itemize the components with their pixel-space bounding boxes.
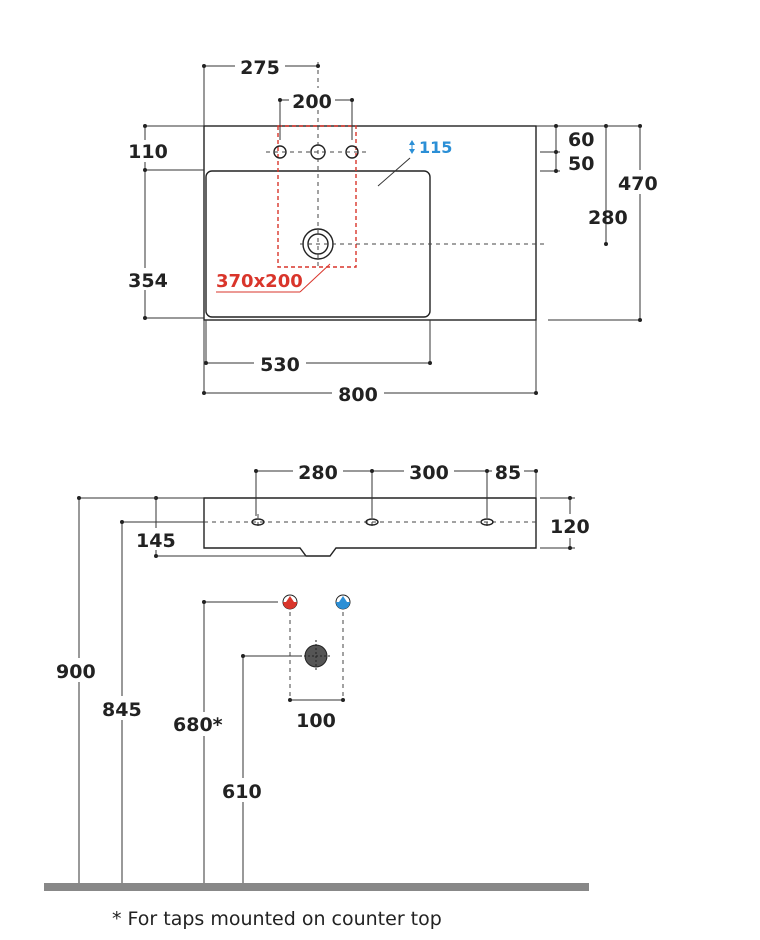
dim-side-120: 120 xyxy=(550,516,590,538)
depth-icon xyxy=(409,140,415,154)
drain-outlet-icon xyxy=(300,640,332,672)
dim-side-85: 85 xyxy=(495,462,521,484)
dim-50: 50 xyxy=(568,153,594,175)
dim-115: 115 xyxy=(419,138,452,157)
dim-900: 900 xyxy=(56,661,96,683)
dim-680: 680* xyxy=(173,714,223,736)
dim-side-300: 300 xyxy=(409,462,449,484)
tap-zone-outline xyxy=(277,125,357,268)
side-tap-3 xyxy=(480,514,494,530)
dim-side-280: 280 xyxy=(298,462,338,484)
side-tap-1 xyxy=(251,514,265,530)
dim-470: 470 xyxy=(618,173,658,195)
dim-354: 354 xyxy=(128,270,168,292)
dim-60: 60 xyxy=(568,129,594,151)
side-view: 280 300 85 120 145 900 845 xyxy=(44,460,595,891)
dim-530: 530 xyxy=(260,354,300,376)
dim-110: 110 xyxy=(128,141,168,163)
dim-370x200: 370x200 xyxy=(216,271,303,292)
basin-profile xyxy=(203,497,537,557)
top-view: 275 200 110 354 530 800 xyxy=(126,54,664,406)
dim-800: 800 xyxy=(338,384,378,406)
dim-275: 275 xyxy=(240,57,280,79)
side-tap-2 xyxy=(365,514,379,530)
dim-200-top: 200 xyxy=(292,91,332,113)
floor-line xyxy=(44,883,589,891)
cold-water-icon xyxy=(335,594,351,610)
hot-water-icon xyxy=(282,594,298,610)
footnote: * For taps mounted on counter top xyxy=(112,908,442,930)
dim-610: 610 xyxy=(222,781,262,803)
dim-845: 845 xyxy=(102,699,142,721)
basin-outline xyxy=(203,125,537,321)
dim-side-145: 145 xyxy=(136,530,176,552)
dim-100: 100 xyxy=(296,710,336,732)
dim-280-right: 280 xyxy=(588,207,628,229)
